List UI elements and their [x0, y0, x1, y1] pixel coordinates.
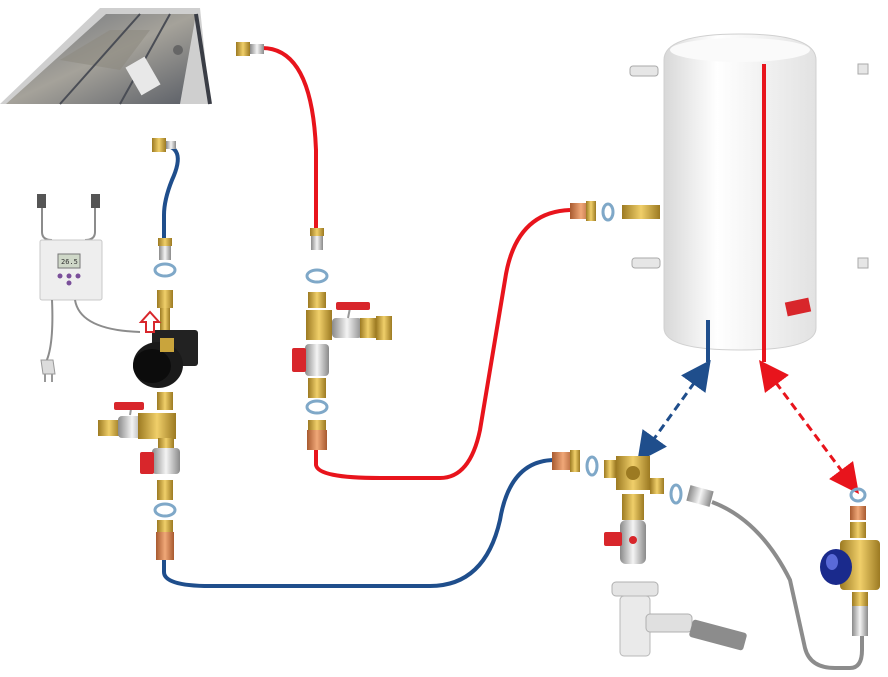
cold-bottom-pipe	[162, 458, 556, 588]
cold-inlet-group	[552, 450, 714, 507]
hot-tank-supply-pipe	[314, 208, 571, 480]
up-arrow-icon	[138, 310, 162, 333]
solar-collector-icon	[0, 8, 212, 105]
cold-return-pipe	[159, 143, 180, 238]
cold-tank-link	[637, 359, 711, 463]
drain-siphon-icon	[611, 581, 747, 657]
thermostat-controller-icon: 26.5	[37, 194, 141, 382]
left-ball-valve-lower	[140, 448, 180, 474]
thermostatic-mixing-valve-icon	[820, 487, 880, 636]
controller-display: 26.5	[61, 258, 78, 266]
safety-valve-group-icon	[604, 494, 646, 564]
hot-tank-link	[759, 359, 859, 495]
pump-station	[98, 138, 198, 560]
hot-flow-station	[236, 42, 392, 450]
middle-ball-valve-lower	[292, 344, 329, 376]
drain-hose	[711, 500, 864, 670]
hot-flow-pipe	[261, 46, 318, 230]
water-tank-icon	[570, 33, 869, 362]
left-ball-valve-upper	[98, 402, 176, 439]
middle-ball-valve-upper	[332, 302, 392, 340]
